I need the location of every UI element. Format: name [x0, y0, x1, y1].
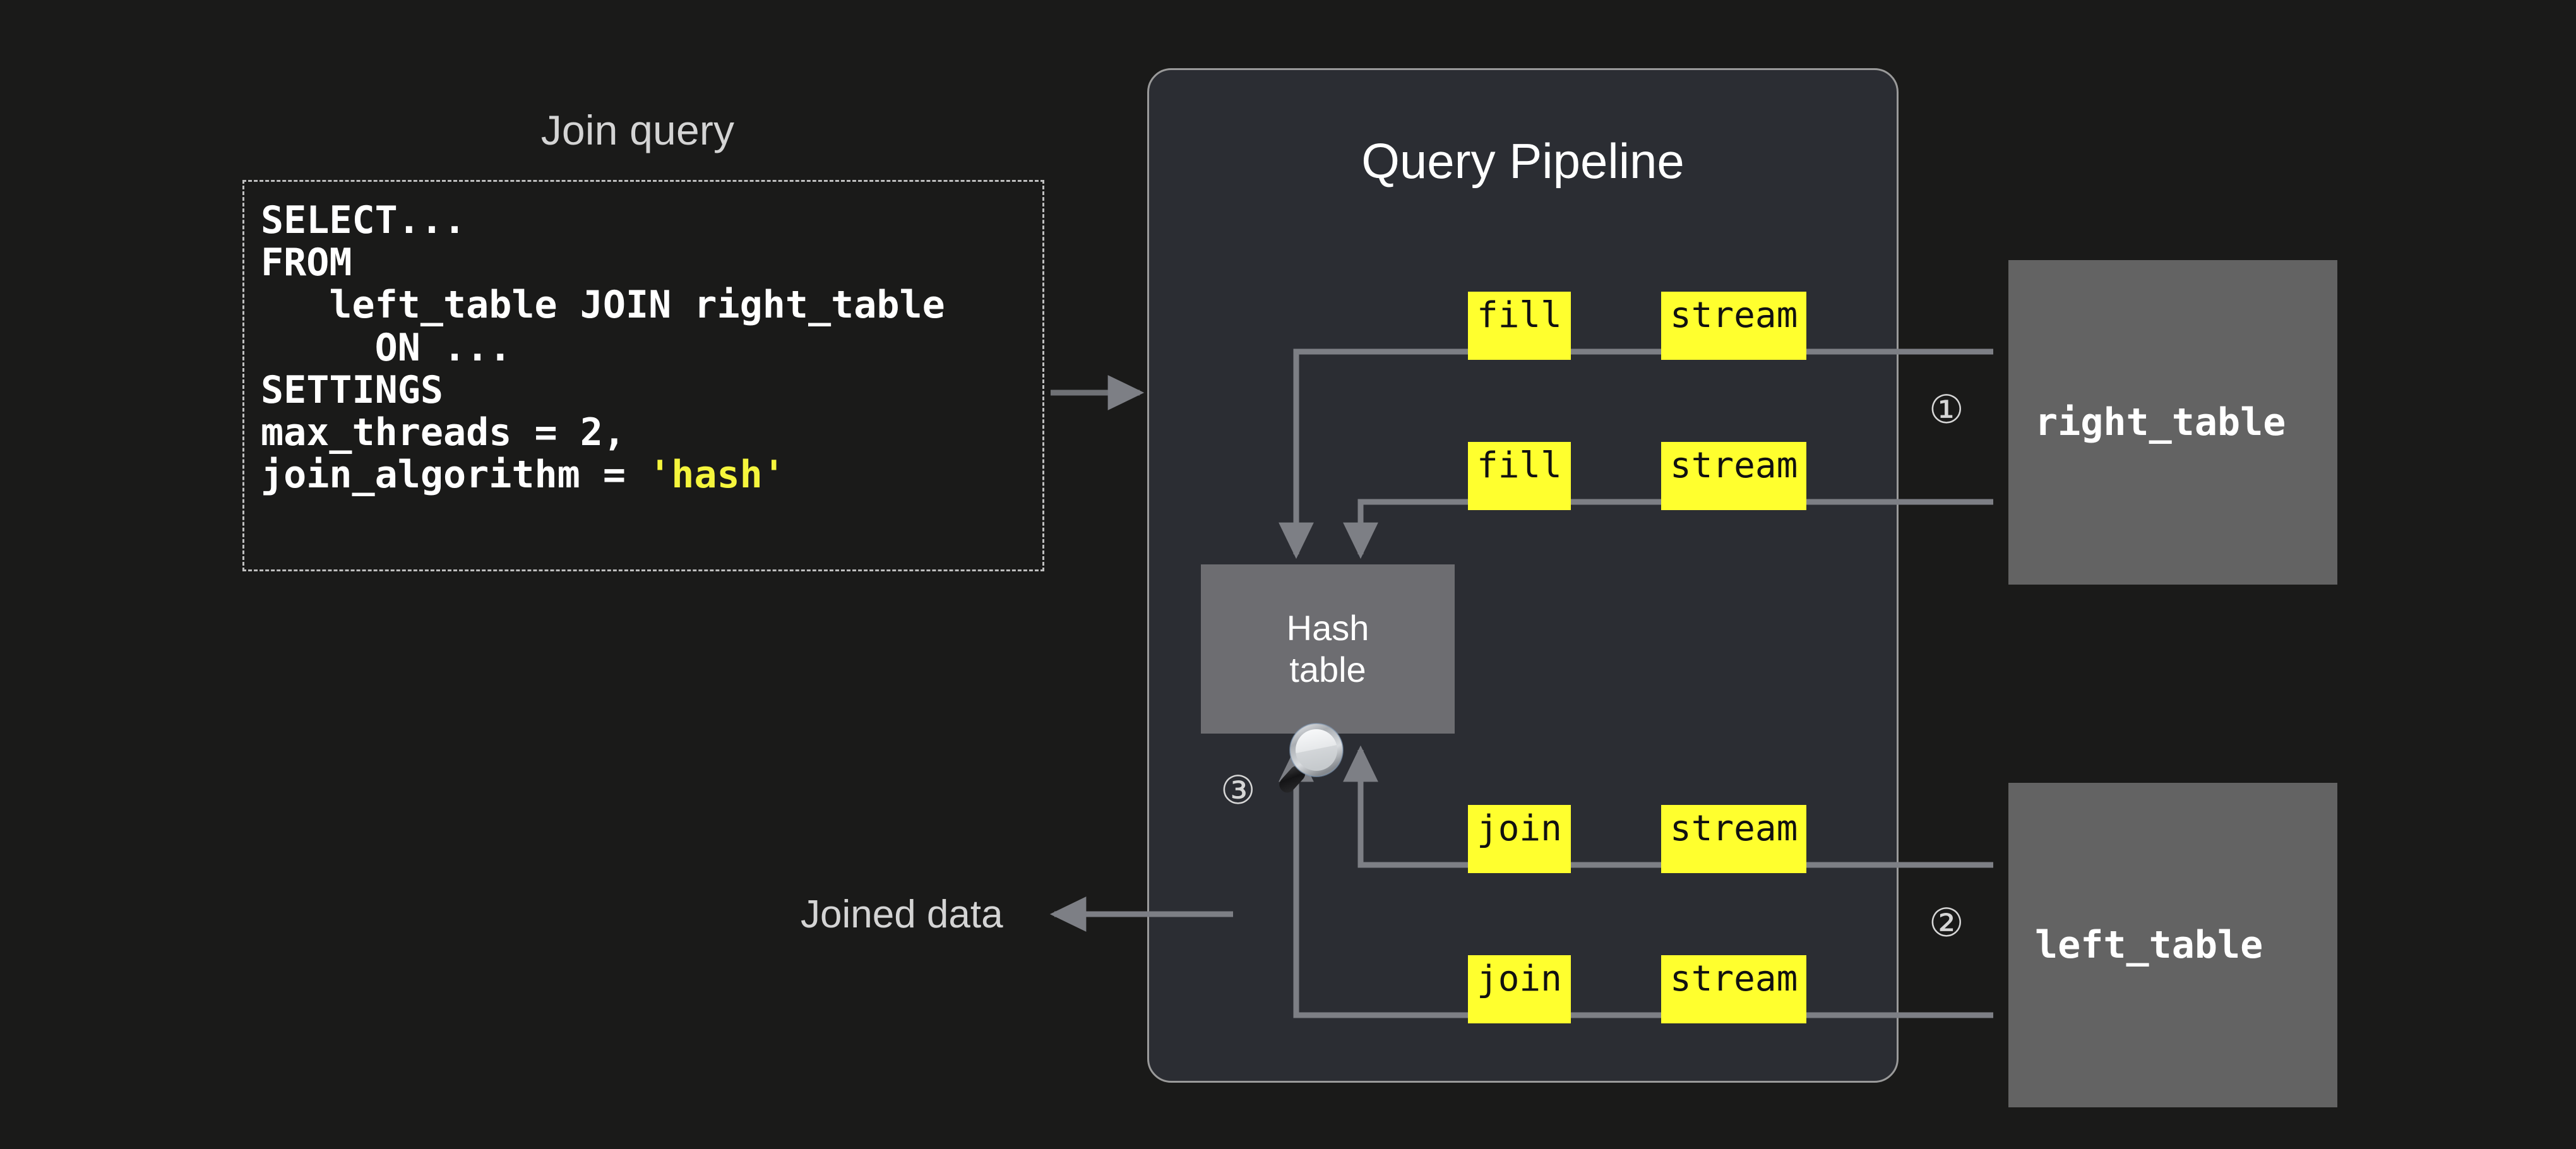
- label-stream-1: stream: [1661, 292, 1807, 360]
- step-marker-2: ②: [1929, 900, 1964, 946]
- hash-table-line1: Hash: [1286, 607, 1369, 648]
- label-join-2: join: [1468, 955, 1571, 1023]
- code-line-on: ON ...: [261, 325, 512, 370]
- join-query-code-box: SELECT... FROM left_table JOIN right_tab…: [242, 180, 1044, 571]
- label-fill-1: fill: [1468, 292, 1571, 360]
- right-table-box: right_table: [2008, 260, 2337, 585]
- label-fill-2: fill: [1468, 442, 1571, 510]
- code-line-tables: left_table JOIN right_table: [261, 283, 945, 328]
- right-table-label: right_table: [2035, 400, 2286, 444]
- join-query-code: SELECT... FROM left_table JOIN right_tab…: [261, 199, 1026, 496]
- left-table-label: left_table: [2035, 923, 2263, 967]
- step-marker-3: ③: [1220, 767, 1256, 813]
- joined-data-label: Joined data: [801, 893, 1003, 936]
- magnifying-glass-icon: [1279, 723, 1344, 793]
- label-join-1: join: [1468, 805, 1571, 873]
- label-stream-3: stream: [1661, 805, 1807, 873]
- label-stream-4: stream: [1661, 955, 1807, 1023]
- code-string-hash: 'hash': [648, 453, 785, 497]
- hash-table-line2: table: [1289, 650, 1366, 689]
- left-table-box: left_table: [2008, 783, 2337, 1107]
- code-line-max-threads: max_threads = 2,: [261, 410, 626, 455]
- code-line-join-algorithm: join_algorithm =: [261, 453, 649, 497]
- label-stream-2: stream: [1661, 442, 1807, 510]
- step-marker-1: ①: [1929, 386, 1964, 432]
- code-line-settings: SETTINGS: [261, 367, 443, 412]
- code-line-from: FROM: [261, 241, 352, 285]
- query-pipeline-title: Query Pipeline: [1361, 133, 1685, 189]
- join-query-title: Join query: [540, 107, 735, 153]
- code-line-select: SELECT...: [261, 198, 467, 242]
